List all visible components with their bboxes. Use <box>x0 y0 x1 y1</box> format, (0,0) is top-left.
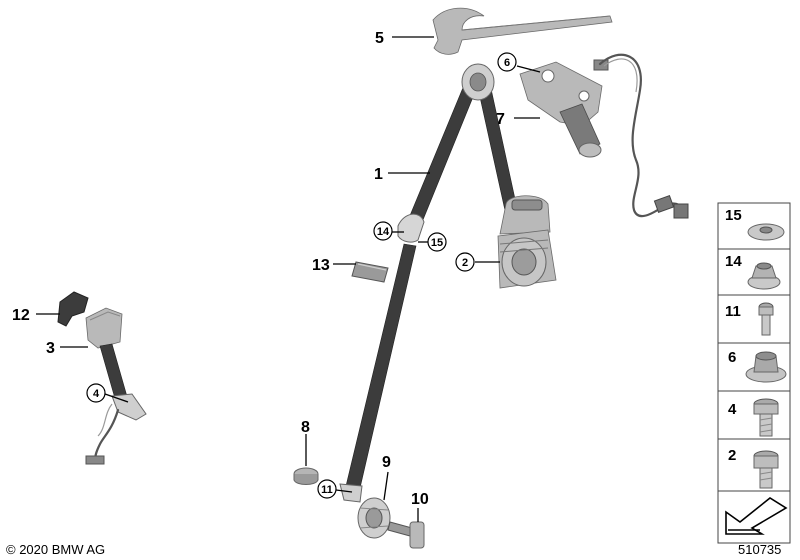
panel-part-2 <box>753 450 779 489</box>
callout-15-circle <box>427 232 447 252</box>
part-8-cap <box>293 467 319 485</box>
arrow-icon <box>725 497 788 535</box>
callout-11-circle <box>317 479 337 499</box>
panel-part-15 <box>747 223 785 241</box>
callout-10: 10 <box>411 491 429 508</box>
callout-2: 2 <box>462 257 468 269</box>
callout-14-circle <box>373 221 393 241</box>
callout-3: 3 <box>46 340 55 357</box>
panel-label-6: 6 <box>728 349 736 366</box>
panel-part-6 <box>745 351 787 383</box>
panel-label-11: 11 <box>725 303 741 320</box>
callout-9: 9 <box>382 454 391 471</box>
callout-7: 7 <box>496 111 505 128</box>
copyright-text: © 2020 BMW AG <box>6 542 105 557</box>
part-1-belt-webbing <box>339 63 521 503</box>
callout-1: 1 <box>374 166 383 183</box>
leader-lines <box>36 36 541 522</box>
diagram-number: 510735 <box>738 542 781 557</box>
callout-8: 8 <box>301 419 310 436</box>
part-7-bracket-motor <box>519 53 689 219</box>
part-13-pad <box>351 261 389 283</box>
panel-label-2: 2 <box>728 447 736 464</box>
callout-15: 15 <box>431 237 443 249</box>
part-2-retractor <box>497 195 557 289</box>
panel-label-15: 15 <box>725 207 742 224</box>
callout-6: 6 <box>504 57 510 69</box>
part-10-bolt <box>387 521 425 549</box>
panel-part-14 <box>747 262 781 290</box>
part-3-buckle <box>85 307 147 465</box>
part-12-cover <box>57 291 89 327</box>
callout-6-circle <box>497 52 517 72</box>
panel-part-11 <box>758 302 774 336</box>
callout-5: 5 <box>375 30 384 47</box>
panel-label-4: 4 <box>728 401 737 418</box>
part-9-washer <box>357 497 391 539</box>
part-5-trim-cover <box>432 7 613 55</box>
callout-4-circle <box>86 383 106 403</box>
callout-13: 13 <box>312 257 330 274</box>
callout-14: 14 <box>377 226 390 238</box>
callout-12: 12 <box>12 307 30 324</box>
callout-4: 4 <box>93 388 100 400</box>
panel-part-4 <box>753 398 779 437</box>
side-panel: 15 14 11 6 4 2 <box>717 202 791 544</box>
callout-2-circle <box>455 252 475 272</box>
callout-labels: 5 6 7 1 14 15 2 13 12 3 4 8 9 11 10 <box>12 30 517 508</box>
panel-label-14: 14 <box>725 253 742 270</box>
callout-11: 11 <box>321 484 333 496</box>
